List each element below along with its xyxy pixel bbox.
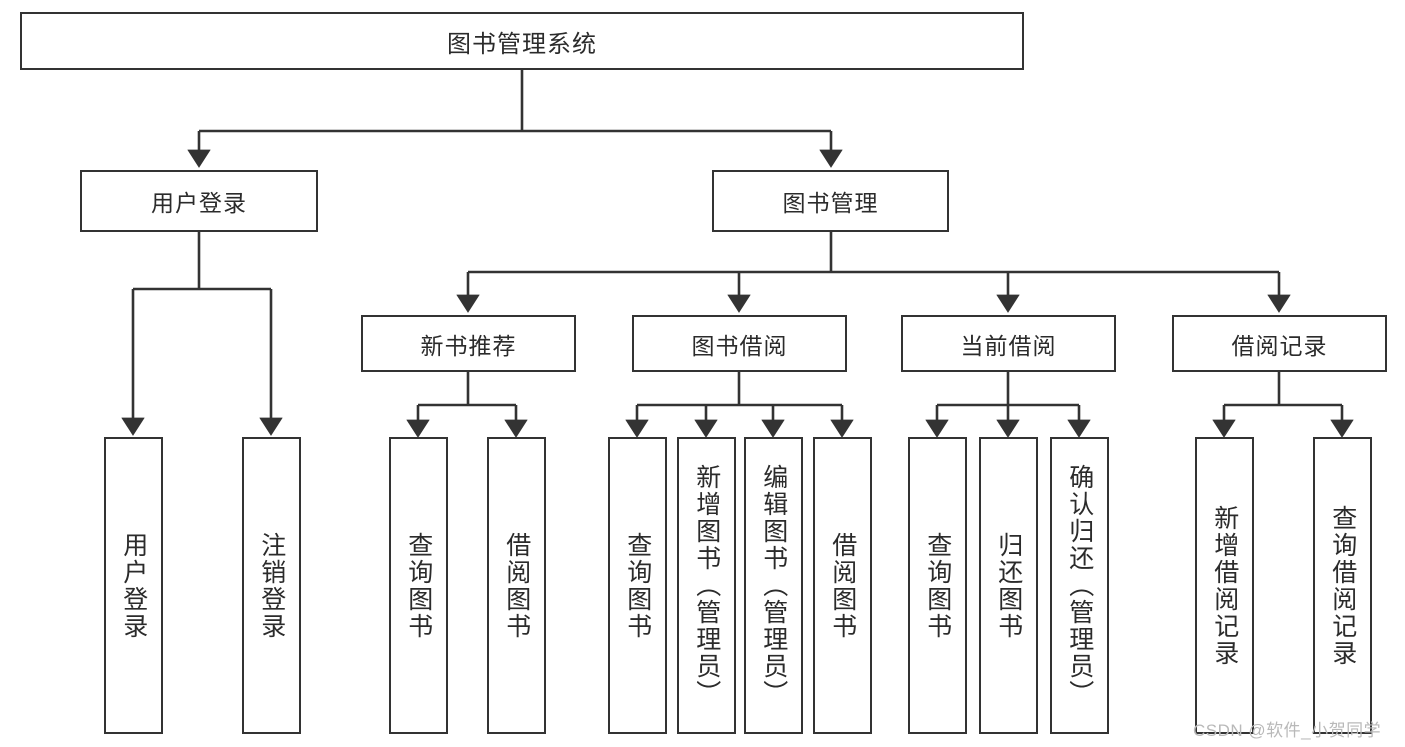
leaf-user-login-1[interactable]: 用户登录 (104, 437, 163, 734)
node-label: 注销登录 (257, 531, 286, 640)
leaf-current-borrow-3[interactable]: 确认归还（管理员） (1050, 437, 1109, 734)
node-label: 用户登录 (151, 190, 247, 216)
node-label: 归还图书 (994, 531, 1023, 640)
node-label: 查询图书 (923, 531, 952, 640)
node-label: 编辑图书（管理员） (759, 464, 788, 707)
node-book-management[interactable]: 图书管理 (712, 170, 949, 232)
leaf-current-borrow-1[interactable]: 查询图书 (908, 437, 967, 734)
node-borrow-record[interactable]: 借阅记录 (1172, 315, 1387, 372)
node-label: 借阅图书 (502, 531, 531, 640)
leaf-new-book-1[interactable]: 查询图书 (389, 437, 448, 734)
node-label: 查询图书 (623, 531, 652, 640)
node-label: 新增借阅记录 (1210, 504, 1239, 667)
node-label: 确认归还（管理员） (1065, 464, 1094, 707)
leaf-current-borrow-2[interactable]: 归还图书 (979, 437, 1038, 734)
leaf-book-borrow-2[interactable]: 新增图书（管理员） (677, 437, 736, 734)
node-label: 借阅记录 (1231, 332, 1328, 359)
node-label: 新书推荐 (420, 332, 517, 359)
node-label: 当前借阅 (960, 332, 1057, 359)
node-label: 新增图书（管理员） (692, 464, 721, 707)
node-book-borrow[interactable]: 图书借阅 (632, 315, 847, 372)
watermark-text: CSDN @软件_小贺同学 (1193, 721, 1382, 740)
node-label: 图书借阅 (691, 332, 788, 359)
leaf-user-login-2[interactable]: 注销登录 (242, 437, 301, 734)
leaf-new-book-2[interactable]: 借阅图书 (487, 437, 546, 734)
node-label: 图书管理系统 (447, 30, 597, 58)
node-label: 查询借阅记录 (1328, 504, 1357, 667)
node-user-login[interactable]: 用户登录 (80, 170, 318, 232)
node-label: 图书管理 (782, 190, 879, 216)
leaf-book-borrow-4[interactable]: 借阅图书 (813, 437, 872, 734)
node-label: 用户登录 (119, 531, 148, 640)
leaf-borrow-record-2[interactable]: 查询借阅记录 (1313, 437, 1372, 734)
leaf-book-borrow-1[interactable]: 查询图书 (608, 437, 667, 734)
node-new-book-recommend[interactable]: 新书推荐 (361, 315, 576, 372)
node-label: 借阅图书 (828, 531, 857, 640)
leaf-book-borrow-3[interactable]: 编辑图书（管理员） (744, 437, 803, 734)
node-label: 查询图书 (404, 531, 433, 640)
node-root-system[interactable]: 图书管理系统 (20, 12, 1024, 70)
node-current-borrow[interactable]: 当前借阅 (901, 315, 1116, 372)
leaf-borrow-record-1[interactable]: 新增借阅记录 (1195, 437, 1254, 734)
